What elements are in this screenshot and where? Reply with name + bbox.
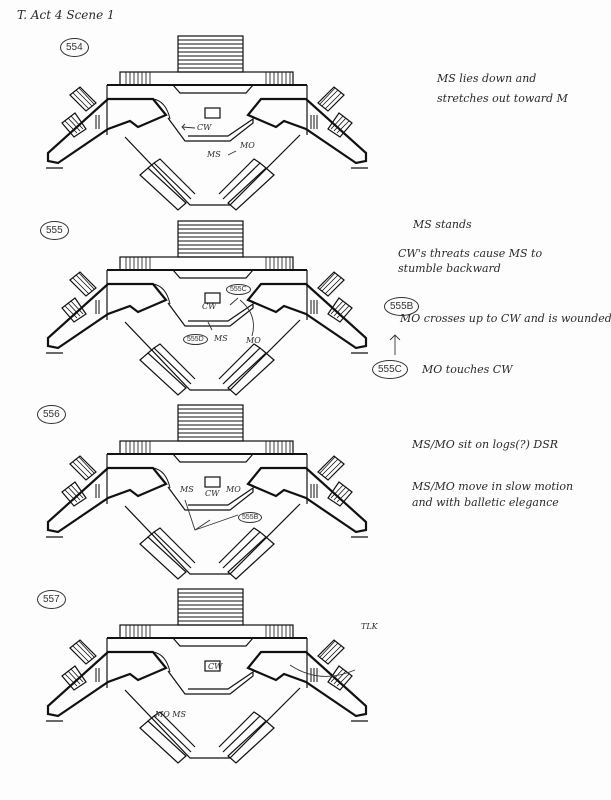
- note-556-line-3: and with balletic elegance: [412, 496, 559, 509]
- note-555b: MO crosses up to CW and is wounded: [400, 312, 611, 325]
- label-cw: CW: [205, 489, 220, 498]
- label-ms: MS: [207, 150, 221, 159]
- cue-number-557: 557: [37, 590, 66, 609]
- cue-number-555: 555: [40, 221, 69, 240]
- label-tlk: TLK: [361, 622, 378, 631]
- cue-number-555b: 555B: [384, 297, 420, 316]
- cue-number-555c: 555C: [372, 360, 408, 379]
- label-cw: CW: [197, 123, 212, 132]
- cue-label-555d: 555D: [183, 334, 208, 345]
- cue-label-555b: 555B: [238, 512, 263, 523]
- cue-number-556: 556: [37, 405, 66, 424]
- label-mo: MO: [240, 141, 255, 150]
- label-mo: MO: [226, 485, 241, 494]
- note-556-line-2: MS/MO move in slow motion: [412, 480, 574, 493]
- note-555-line-3: stumble backward: [398, 262, 501, 275]
- cue-number-554: 554: [60, 38, 89, 57]
- note-555-line-1: MS stands: [413, 218, 472, 231]
- movement-arrows: [181, 123, 401, 677]
- label-ms: MS: [180, 485, 194, 494]
- label-mo: MO: [246, 336, 261, 345]
- note-556-line-1: MS/MO sit on logs(?) DSR: [412, 438, 559, 451]
- cue-label-555c: 555C: [226, 284, 251, 295]
- note-555c: MO touches CW: [422, 363, 513, 376]
- label-cw: CW: [202, 302, 217, 311]
- label-ms: MS: [214, 334, 228, 343]
- label-mo-ms: MO MS: [155, 710, 186, 719]
- page-header: T. Act 4 Scene 1: [17, 8, 115, 22]
- label-cw: CW: [208, 662, 223, 671]
- note-554-line-1: MS lies down and: [437, 72, 537, 85]
- note-554-line-2: stretches out toward M: [437, 92, 568, 105]
- note-555-line-2: CW's threats cause MS to: [398, 247, 543, 260]
